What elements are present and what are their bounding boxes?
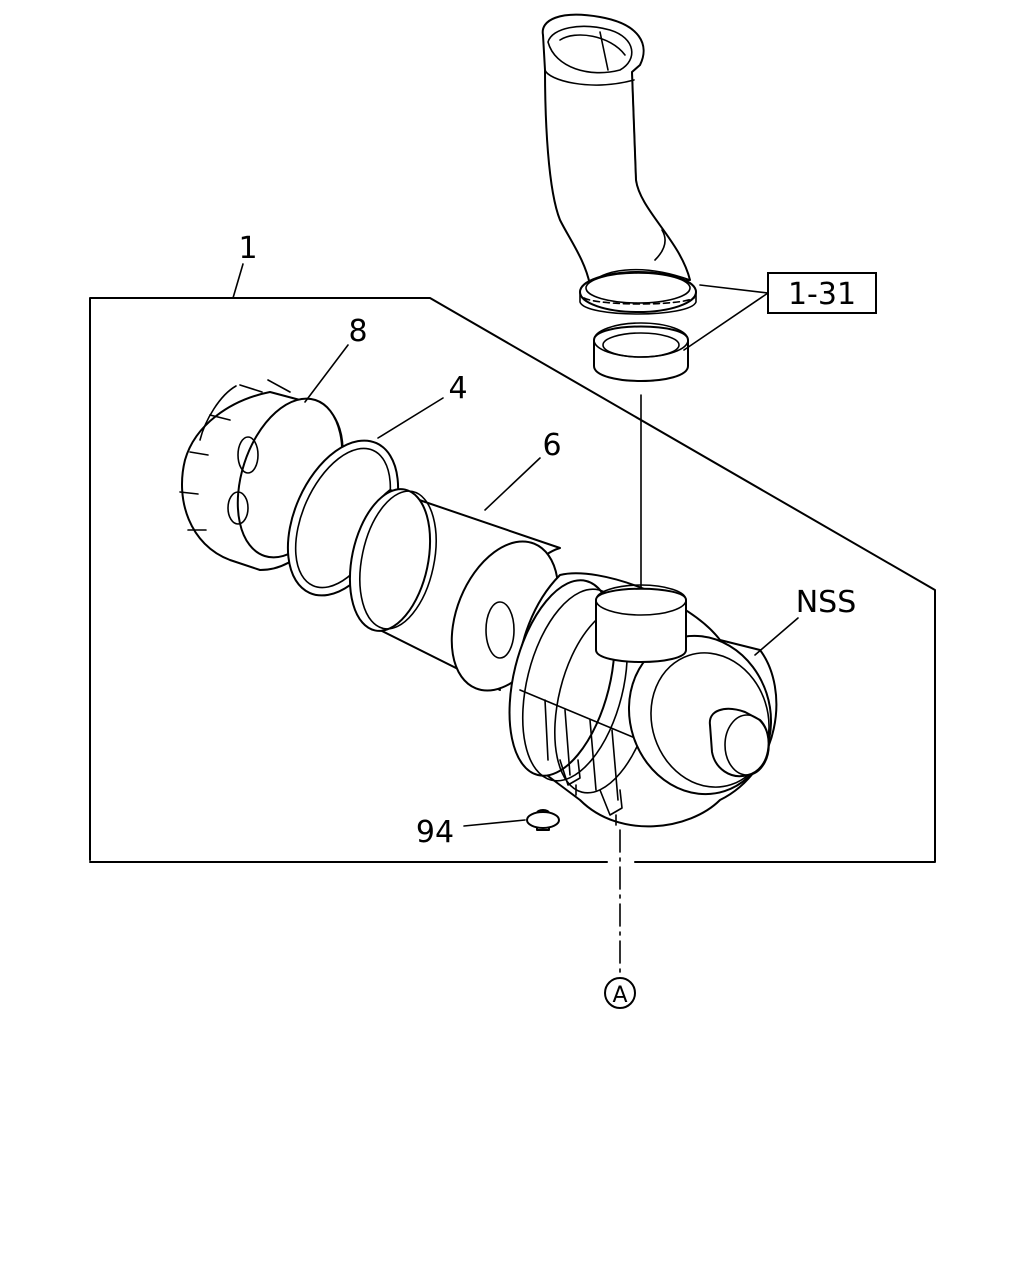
- ref-leader-lines: [683, 284, 769, 351]
- intake-duct: [541, 13, 691, 286]
- connector-label: A: [612, 983, 627, 1008]
- ref-label-1-31: 1-31: [788, 277, 856, 312]
- callout-8: 8: [348, 314, 367, 349]
- callout-94: 94: [416, 815, 454, 850]
- callout-nss: NSS: [796, 585, 857, 620]
- ref-box: [767, 272, 877, 314]
- clamp-ring-upper: [579, 271, 697, 315]
- filter-element: [348, 488, 561, 692]
- connector-circle: [604, 977, 636, 1009]
- clamp-ring-lower: [593, 322, 689, 382]
- callout-1: 1: [238, 231, 257, 266]
- bolt: [526, 809, 560, 831]
- callout-6: 6: [542, 428, 561, 463]
- callout-4: 4: [448, 371, 467, 406]
- callout-leaders: [232, 263, 799, 827]
- assembly-frame: [89, 297, 936, 863]
- air-cleaner-housing: [508, 572, 778, 828]
